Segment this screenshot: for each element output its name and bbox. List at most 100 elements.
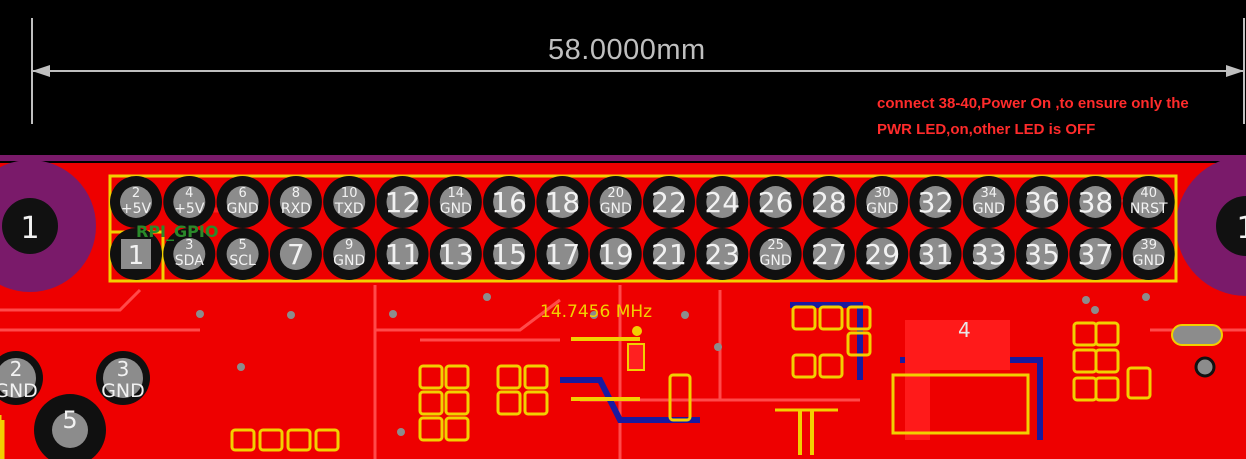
dim-arrow-left — [32, 65, 50, 77]
header-pin-4: 4+5V — [163, 176, 216, 228]
pin-name: GND — [333, 253, 365, 269]
traces — [0, 285, 1246, 459]
pin-number: 26 — [758, 186, 794, 219]
pin-number: 2 — [132, 186, 140, 201]
pin-name: RXD — [281, 201, 311, 217]
pad-name: GND — [0, 380, 38, 402]
note-line-2: PWR LED,on,other LED is OFF — [877, 121, 1096, 138]
crystal-label: 14.7456 MHz — [540, 302, 653, 322]
header-pin-16: 16 — [483, 176, 536, 228]
pin-number: 28 — [811, 186, 847, 219]
header-pin-1: 1 — [110, 228, 162, 280]
mount-hole-right — [1216, 196, 1246, 256]
pin-number: 14 — [448, 186, 465, 201]
pad-name: GND — [101, 380, 145, 402]
pin-number: 5 — [238, 238, 246, 253]
pin-name: GND — [440, 201, 472, 217]
pin-name: NRST — [1130, 201, 1168, 217]
header-pin-19: 19 — [589, 228, 642, 280]
pin-number: 8 — [292, 186, 300, 201]
pin-number: 27 — [811, 238, 847, 271]
header-pin-15: 15 — [483, 228, 536, 280]
header-pin-37: 37 — [1069, 228, 1122, 280]
note-line-1: connect 38-40,Power On ,to ensure only t… — [877, 95, 1189, 112]
mount-hole-right-ring — [1176, 156, 1246, 296]
pin-number: 6 — [238, 186, 246, 201]
pin-number: 15 — [491, 238, 527, 271]
header-pin-18: 18 — [536, 176, 589, 228]
header-pin-32: 32 — [909, 176, 962, 228]
pin-number: 23 — [704, 238, 740, 271]
header-pin-12: 12 — [376, 176, 429, 228]
pin-name: GND — [760, 253, 792, 269]
header-outline — [108, 174, 1178, 283]
pin-name: SCL — [229, 253, 256, 269]
pin-number: 20 — [607, 186, 624, 201]
mount-hole-label: 1 — [20, 211, 39, 246]
pin-number: 18 — [545, 186, 581, 219]
pad-number: 5 — [62, 406, 77, 434]
pin-name: GND — [973, 201, 1005, 217]
header-pin-22: 22 — [643, 176, 695, 228]
pin-number: 35 — [1024, 238, 1060, 271]
header-pin-2: 2+5V — [110, 176, 162, 228]
mount-hole-label: 1 — [1236, 211, 1246, 246]
pin-number: 32 — [918, 186, 954, 219]
header-pin-7: 7 — [269, 228, 322, 280]
header-pin-28: 28 — [802, 176, 855, 228]
pad-number: 3 — [117, 357, 130, 381]
pin-number: 3 — [185, 238, 193, 253]
dim-arrow-right — [1226, 65, 1244, 77]
pin-number: 39 — [1140, 238, 1157, 253]
pin-number: 13 — [438, 238, 474, 271]
dimension-label: 58.0000mm — [548, 34, 706, 66]
pin-number: 31 — [918, 238, 954, 271]
header-pin-33: 33 — [962, 228, 1015, 280]
header-pin-23: 23 — [696, 228, 749, 280]
header-pin-17: 17 — [536, 228, 589, 280]
header-pin-38: 38 — [1069, 176, 1122, 228]
pin-number: 33 — [971, 238, 1007, 271]
pin-number: 21 — [651, 238, 687, 271]
pin-number: 29 — [864, 238, 900, 271]
pin-name: +5V — [174, 201, 205, 217]
vias — [196, 293, 1150, 436]
pin-name: GND — [1133, 253, 1165, 269]
header-pin-27: 27 — [802, 228, 855, 280]
crystal-cap — [627, 343, 645, 371]
pin-number: 9 — [345, 238, 353, 253]
header-pin-21: 21 — [643, 228, 695, 280]
pin-number: 37 — [1078, 238, 1114, 271]
slot-pad — [1171, 324, 1223, 346]
pin-number: 36 — [1024, 186, 1060, 219]
header-pin-36: 36 — [1016, 176, 1069, 228]
pin-name: GND — [600, 201, 632, 217]
pin-number: 12 — [385, 186, 421, 219]
pin-number: 10 — [341, 186, 358, 201]
pin-number: 34 — [981, 186, 998, 201]
smd-footprints — [230, 305, 1152, 452]
pin-name: +5V — [121, 201, 152, 217]
header-pin-24: 24 — [696, 176, 749, 228]
ic-reference: 4 — [958, 318, 971, 342]
pin-number: 22 — [651, 186, 687, 219]
pin-number: 1 — [128, 241, 145, 271]
pin-name: GND — [866, 201, 898, 217]
pin-number: 25 — [767, 238, 784, 253]
copper-pour — [905, 320, 1010, 440]
pin-number: 11 — [385, 238, 421, 271]
pin-number: 17 — [545, 238, 581, 271]
pin-number: 40 — [1140, 186, 1157, 201]
